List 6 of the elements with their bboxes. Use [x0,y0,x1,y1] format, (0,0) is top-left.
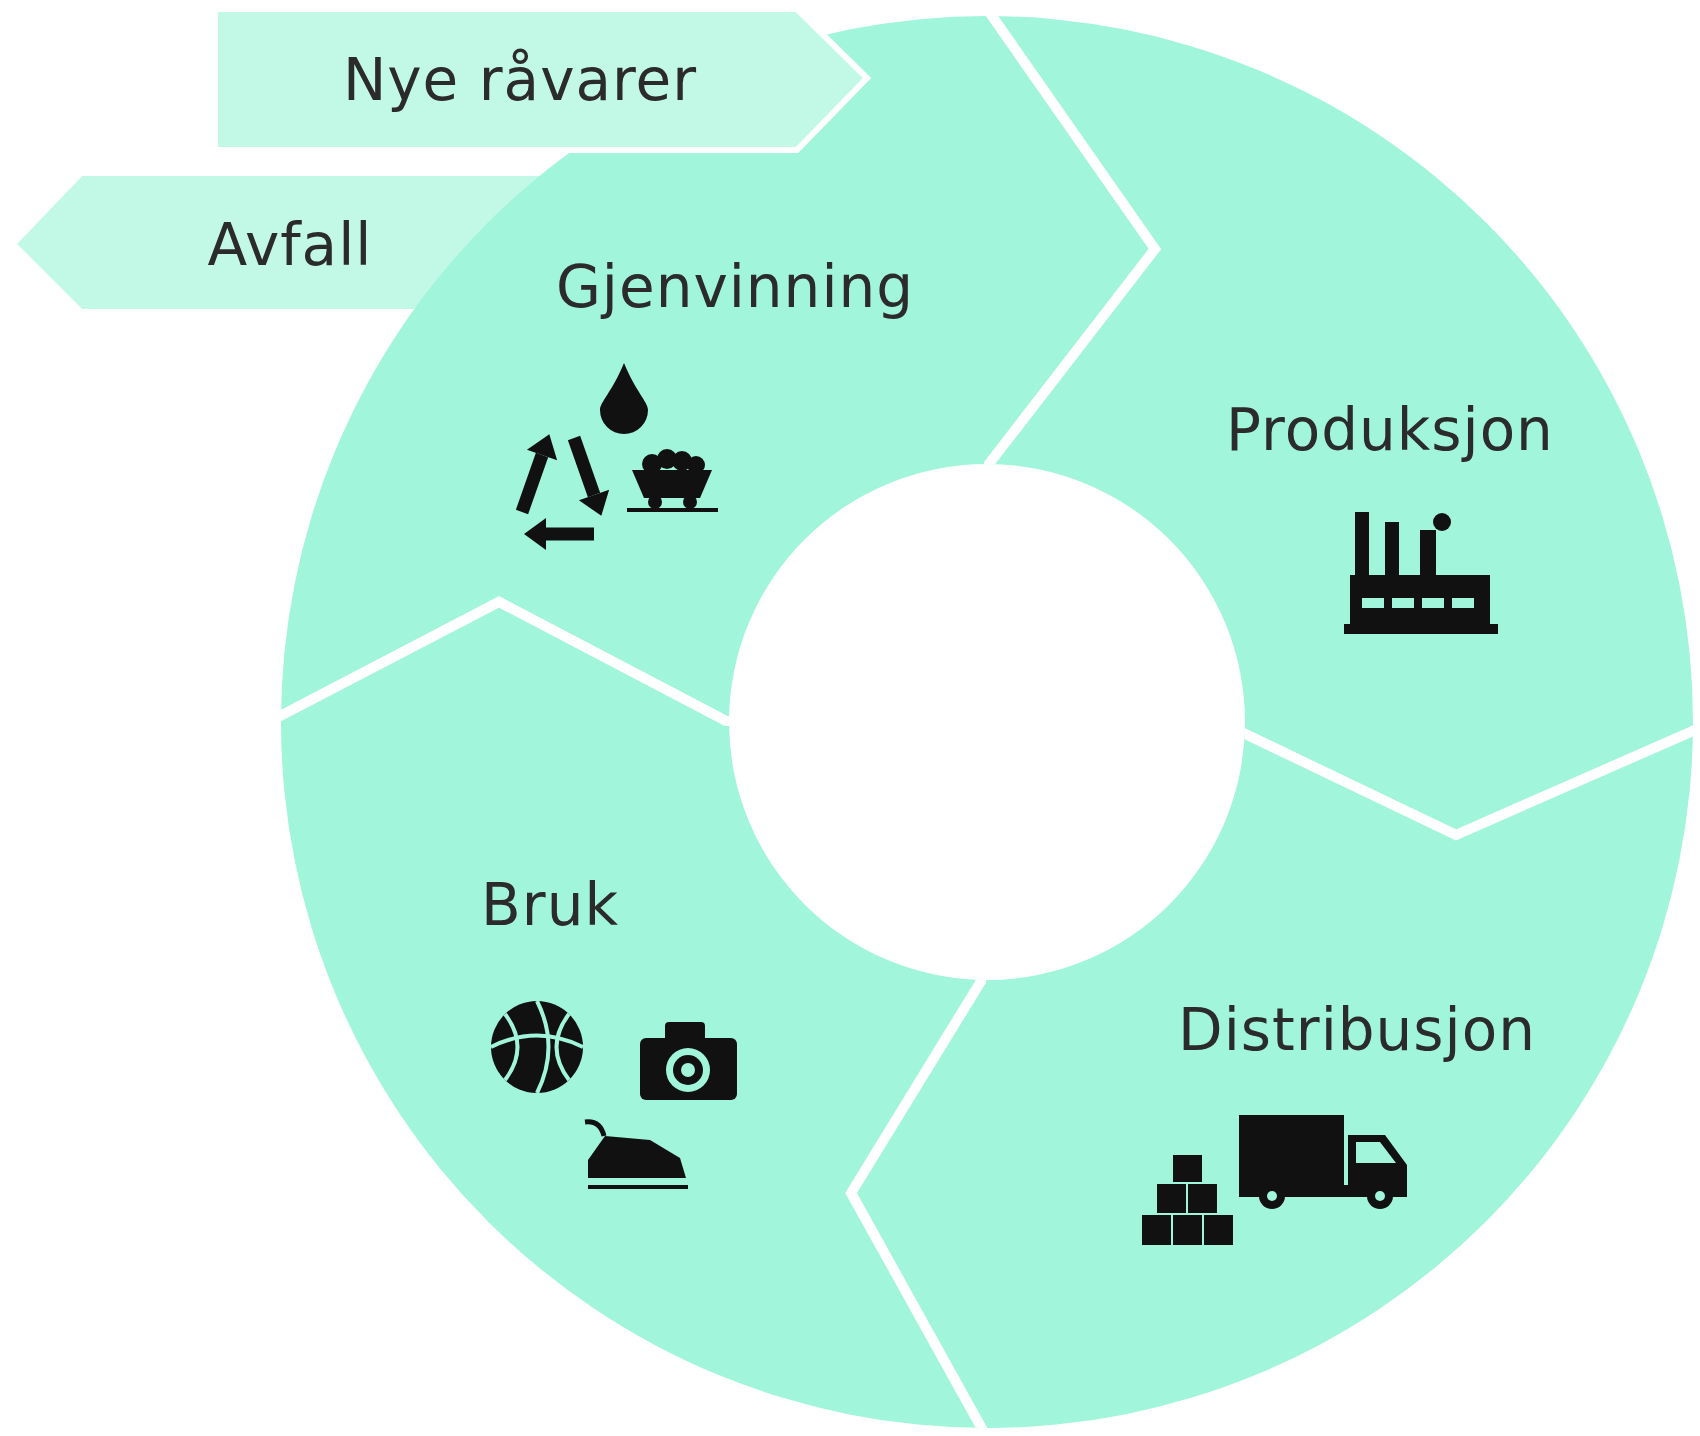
arrow-label: Nye råvarer [342,46,698,114]
stage-label: Produksjon [1226,396,1554,464]
stage-label: Distribusjon [1178,996,1536,1064]
stage-label: Bruk [481,871,619,939]
stage-label: Gjenvinning [555,253,915,321]
arrow-label: Avfall [207,211,373,279]
